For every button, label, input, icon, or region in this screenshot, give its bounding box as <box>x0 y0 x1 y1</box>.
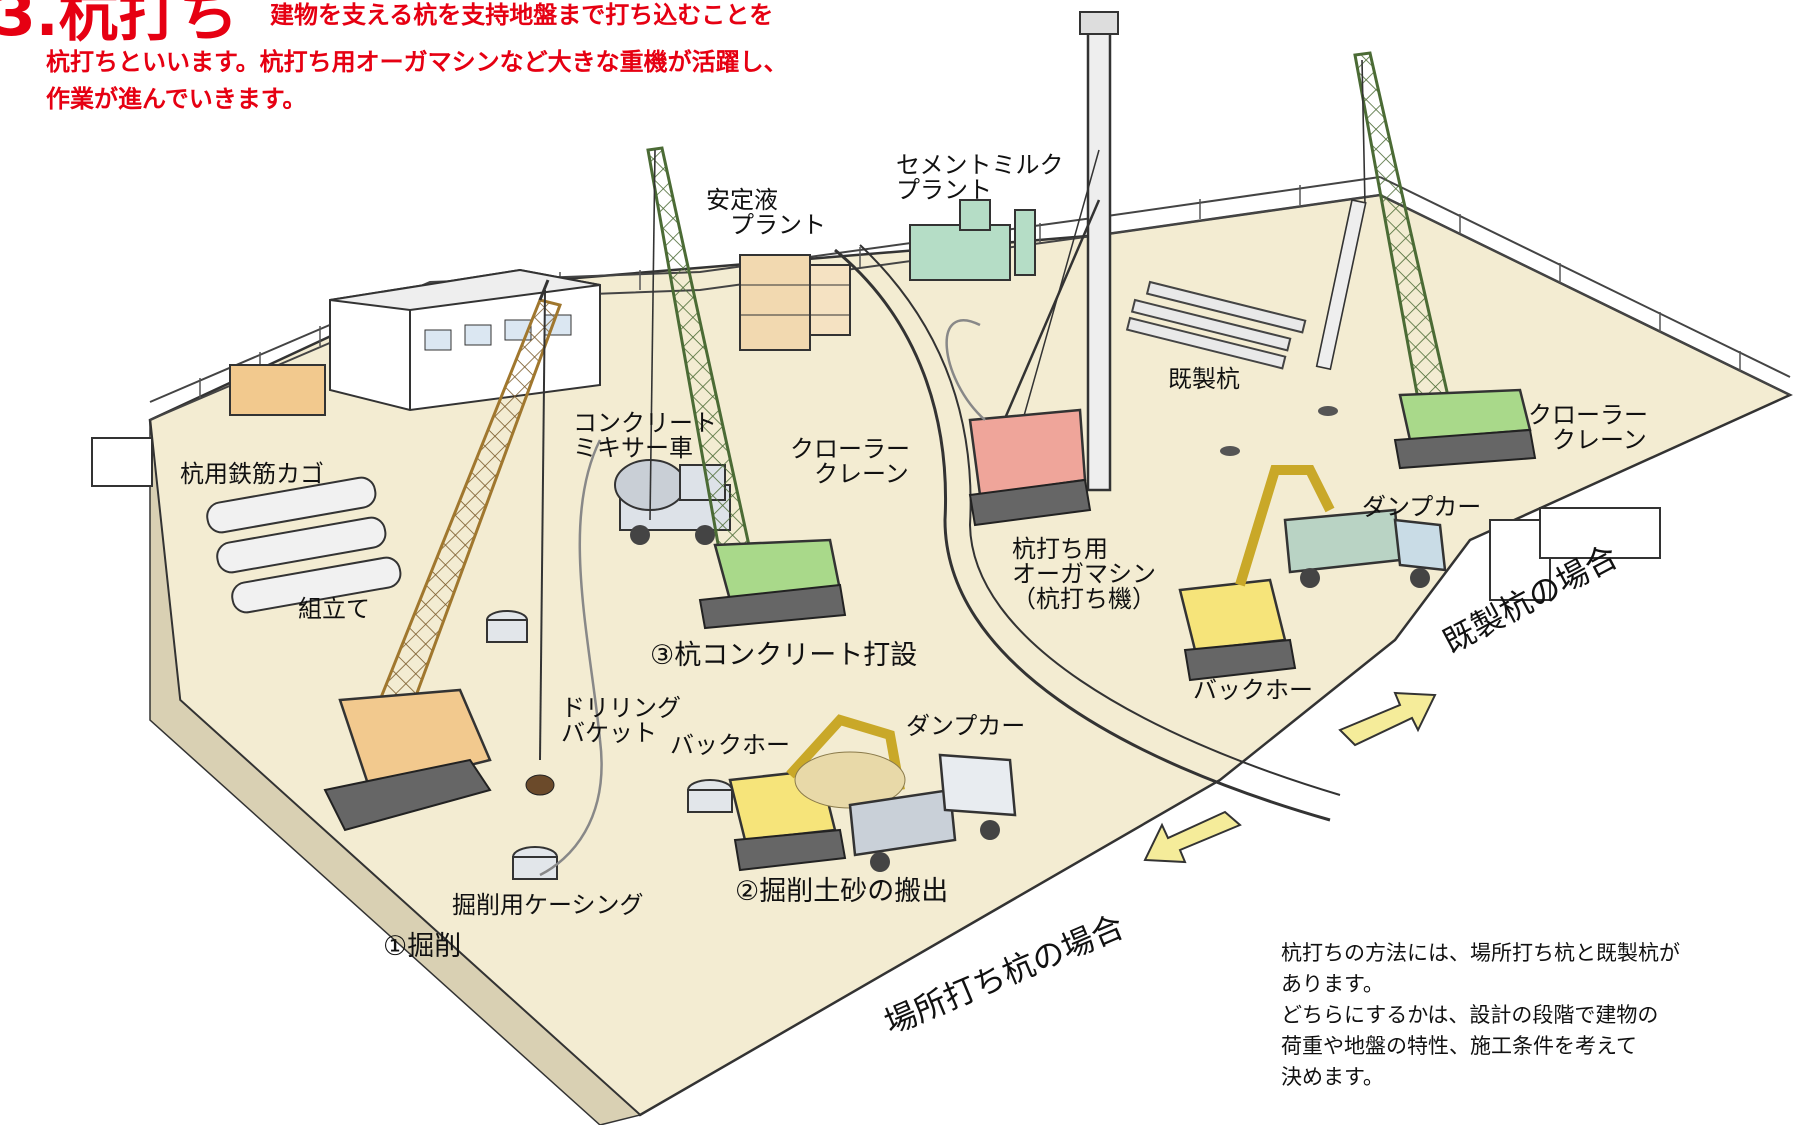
page-number-title: 3.杭打ち <box>0 0 239 50</box>
pile-hole-icon <box>1220 406 1338 456</box>
label-crawler-crane-center: クローラー クレーン <box>790 435 910 489</box>
label-dump-truck-center: ダンプカー <box>906 712 1026 740</box>
rebar-cage-icon <box>206 476 402 614</box>
label-cement-milk-plant: セメントミルク プラント <box>896 151 1064 205</box>
hose <box>539 439 603 877</box>
label-backhoe-center: バックホー <box>670 731 790 759</box>
label-step3: ③杭コンクリート打設 <box>650 640 918 671</box>
label-backhoe-right: バックホー <box>1193 676 1313 704</box>
label-stable-liquid-plant: 安定液 プラント <box>706 186 826 240</box>
label-crawler-crane-right: クローラー クレーン <box>1528 401 1648 455</box>
label-step1: ①掘削 <box>383 931 462 962</box>
backhoe-right-icon <box>1178 465 1335 682</box>
label-casing: 掘削用ケーシング <box>452 891 644 919</box>
label-assembly: 組立て <box>298 595 370 623</box>
crawler-crane-green-center-icon <box>646 146 847 630</box>
cement-milk-plant-icon <box>909 199 1036 281</box>
explanatory-note: 杭打ちの方法には、場所打ち杭と既製杭が あります。 どちらにするかは、設計の段階… <box>1281 938 1781 1093</box>
note-line-3: どちらにするかは、設計の段階で建物の <box>1281 1003 1659 1027</box>
crawler-crane-orange-icon <box>323 279 562 832</box>
lead-line-1: 建物を支える杭を支持地盤まで打ち込むことを <box>270 1 774 29</box>
arrow-right-icon <box>1338 691 1437 747</box>
label-step2: ②掘削土砂の搬出 <box>735 876 949 907</box>
left-gate <box>91 437 153 487</box>
hose-2 <box>945 319 986 421</box>
dump-truck-right-icon <box>1283 508 1447 588</box>
label-drilling-bucket: ドリリング バケット <box>561 694 681 748</box>
precast-piles-icon <box>1125 280 1307 370</box>
site-ground-shadow <box>149 419 642 1125</box>
label-auger-machine: 杭打ち用 オーガマシン （杭打ち機） <box>1012 535 1156 614</box>
auger-machine-icon <box>968 11 1119 527</box>
arrow-left-icon <box>1143 810 1242 864</box>
right-sign-board <box>1539 507 1661 559</box>
label-concrete-mixer: コンクリート ミキサー車 <box>573 409 717 463</box>
note-line-2: あります。 <box>1281 972 1384 996</box>
casing-icon <box>486 610 733 880</box>
stable-liquid-plant-icon <box>739 254 851 351</box>
note-line-1: 杭打ちの方法には、場所打ち杭と既製杭が <box>1281 941 1680 965</box>
label-precast-piles: 既製杭 <box>1168 365 1240 393</box>
note-line-4: 荷重や地盤の特性、施工条件を考えて <box>1281 1034 1637 1058</box>
note-line-5: 決めます。 <box>1281 1065 1384 1089</box>
dump-truck-center-icon <box>848 753 1017 872</box>
crawler-crane-green-right-icon <box>1315 51 1537 470</box>
divider-road <box>834 248 1331 822</box>
label-rebar-cage: 杭用鉄筋カゴ <box>180 460 324 488</box>
lead-line-2: 杭打ちといいます。杭打ち用オーガマシンなど大きな重機が活躍し、 <box>46 48 788 76</box>
label-dump-truck-right: ダンプカー <box>1362 493 1482 521</box>
lead-line-3: 作業が進んでいきます。 <box>46 85 307 113</box>
